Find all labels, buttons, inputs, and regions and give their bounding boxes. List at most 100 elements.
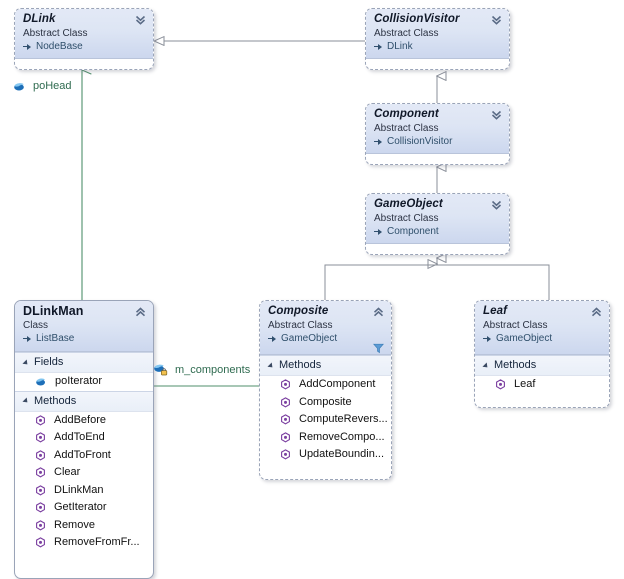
class-title: Component [374, 108, 439, 120]
member-row[interactable]: AddComponent [260, 376, 391, 394]
member-row[interactable]: GetIterator [15, 499, 153, 517]
class-base: GameObject [268, 332, 385, 345]
member-row[interactable]: Leaf [475, 376, 609, 394]
compartment-header-fields[interactable]: Fields [15, 352, 153, 373]
class-header-dlinkman: DLinkMan Class ListBase [15, 301, 153, 352]
method-icon [280, 432, 291, 443]
expander-triangle-icon [22, 397, 30, 405]
member-label: UpdateBoundin... [299, 448, 385, 460]
chevron-double-down-icon[interactable] [134, 14, 147, 26]
inherits-arrow-icon [23, 42, 32, 51]
member-row[interactable]: AddBefore [15, 411, 153, 429]
association-label-pohead[interactable]: poHead [13, 80, 72, 92]
inherits-arrow-icon [374, 42, 383, 51]
expander-triangle-icon [482, 361, 490, 370]
class-box-gameobject[interactable]: GameObject Abstract Class Component [365, 193, 510, 255]
filter-funnel-icon[interactable] [373, 341, 384, 354]
method-icon [280, 414, 291, 425]
member-row[interactable]: Clear [15, 464, 153, 482]
member-label: Leaf [514, 378, 536, 390]
class-box-dlinkman[interactable]: DLinkMan Class ListBase Fields [14, 300, 154, 579]
class-base: NodeBase [23, 40, 147, 53]
expander-triangle-icon [22, 358, 30, 367]
class-title: DLink [23, 13, 56, 25]
member-label: AddToFront [54, 448, 111, 461]
field-private-icon [153, 363, 168, 376]
class-header-component: Component Abstract Class CollisionVisito… [366, 104, 509, 154]
member-row[interactable]: DLinkMan [15, 481, 153, 499]
method-icon [35, 502, 46, 513]
compartment-title: Methods [494, 359, 537, 371]
class-title: DLinkMan [23, 304, 84, 318]
member-label: poIterator [55, 375, 103, 387]
member-row[interactable]: Remove [15, 516, 153, 534]
class-stereotype: Abstract Class [268, 320, 333, 331]
member-row[interactable]: UpdateBoundin... [260, 446, 391, 464]
member-label: AddToEnd [54, 431, 105, 443]
class-title: CollisionVisitor [374, 13, 460, 25]
chevron-double-up-icon[interactable] [590, 306, 603, 318]
class-base: GameObject [483, 332, 603, 345]
class-base: Component [374, 225, 503, 238]
inherits-arrow-icon [483, 334, 492, 343]
member-label: GetIterator [54, 501, 107, 513]
class-base: ListBase [23, 332, 147, 345]
member-label: RemoveFromFr... [54, 536, 140, 548]
method-icon [35, 450, 46, 461]
compartment-title: Methods [34, 394, 77, 407]
chevron-double-up-icon[interactable] [372, 306, 385, 318]
member-row[interactable]: AddToEnd [15, 429, 153, 447]
member-label: DLinkMan [54, 483, 104, 496]
compartment-header-methods[interactable]: Methods [15, 390, 153, 412]
method-icon [280, 449, 291, 460]
field-icon [13, 81, 26, 92]
member-label: Clear [54, 466, 81, 478]
member-row[interactable]: AddToFront [15, 446, 153, 464]
member-row[interactable]: ComputeRevers... [260, 411, 391, 429]
member-row[interactable]: Composite [260, 393, 391, 411]
class-box-collisionvisitor[interactable]: CollisionVisitor Abstract Class DLink [365, 8, 510, 70]
method-icon [35, 432, 46, 443]
compartment-title: Methods [279, 359, 322, 371]
method-icon [280, 397, 291, 408]
chevron-double-up-icon[interactable] [134, 306, 147, 318]
association-label-mcomponents[interactable]: m_components [153, 363, 250, 376]
class-base: DLink [374, 40, 503, 53]
class-header-collisionvisitor: CollisionVisitor Abstract Class DLink [366, 9, 509, 59]
class-header-composite: Composite Abstract Class GameObject [260, 301, 391, 355]
class-stereotype: Class [23, 320, 49, 331]
class-base-label: ListBase [36, 333, 75, 344]
method-icon [35, 415, 46, 426]
connector-composite-leaf-to-gameobject [324, 258, 550, 300]
class-stereotype: Abstract Class [374, 123, 439, 134]
member-row[interactable]: poIterator [15, 373, 153, 391]
class-base-label: GameObject [496, 333, 553, 344]
inherits-arrow-icon [374, 137, 383, 146]
member-label: Remove [54, 518, 95, 531]
class-box-composite[interactable]: Composite Abstract Class GameObject Meth… [259, 300, 392, 480]
class-box-dlink[interactable]: DLink Abstract Class NodeBase [14, 8, 154, 70]
association-label-text: poHead [33, 80, 72, 92]
chevron-double-down-icon[interactable] [490, 109, 503, 121]
member-label: Composite [299, 395, 352, 408]
class-title: Leaf [483, 305, 508, 317]
class-title: GameObject [374, 198, 443, 210]
member-label: RemoveCompo... [299, 430, 385, 443]
class-base-label: Component [387, 226, 439, 237]
compartment-title: Fields [34, 356, 64, 368]
chevron-double-down-icon[interactable] [490, 199, 503, 211]
expander-triangle-icon [267, 361, 275, 370]
compartment-header-methods[interactable]: Methods [475, 355, 609, 376]
association-label-text: m_components [175, 363, 251, 376]
class-box-component[interactable]: Component Abstract Class CollisionVisito… [365, 103, 510, 165]
chevron-double-down-icon[interactable] [490, 14, 503, 26]
class-base-label: DLink [387, 41, 413, 52]
method-icon [35, 537, 46, 548]
compartment-header-methods[interactable]: Methods [260, 355, 391, 376]
class-box-leaf[interactable]: Leaf Abstract Class GameObject Methods L… [474, 300, 610, 408]
method-icon [495, 379, 506, 390]
member-label: AddBefore [54, 413, 106, 426]
member-row[interactable]: RemoveCompo... [260, 428, 391, 446]
member-row[interactable]: RemoveFromFr... [15, 534, 153, 552]
class-header-leaf: Leaf Abstract Class GameObject [475, 301, 609, 355]
